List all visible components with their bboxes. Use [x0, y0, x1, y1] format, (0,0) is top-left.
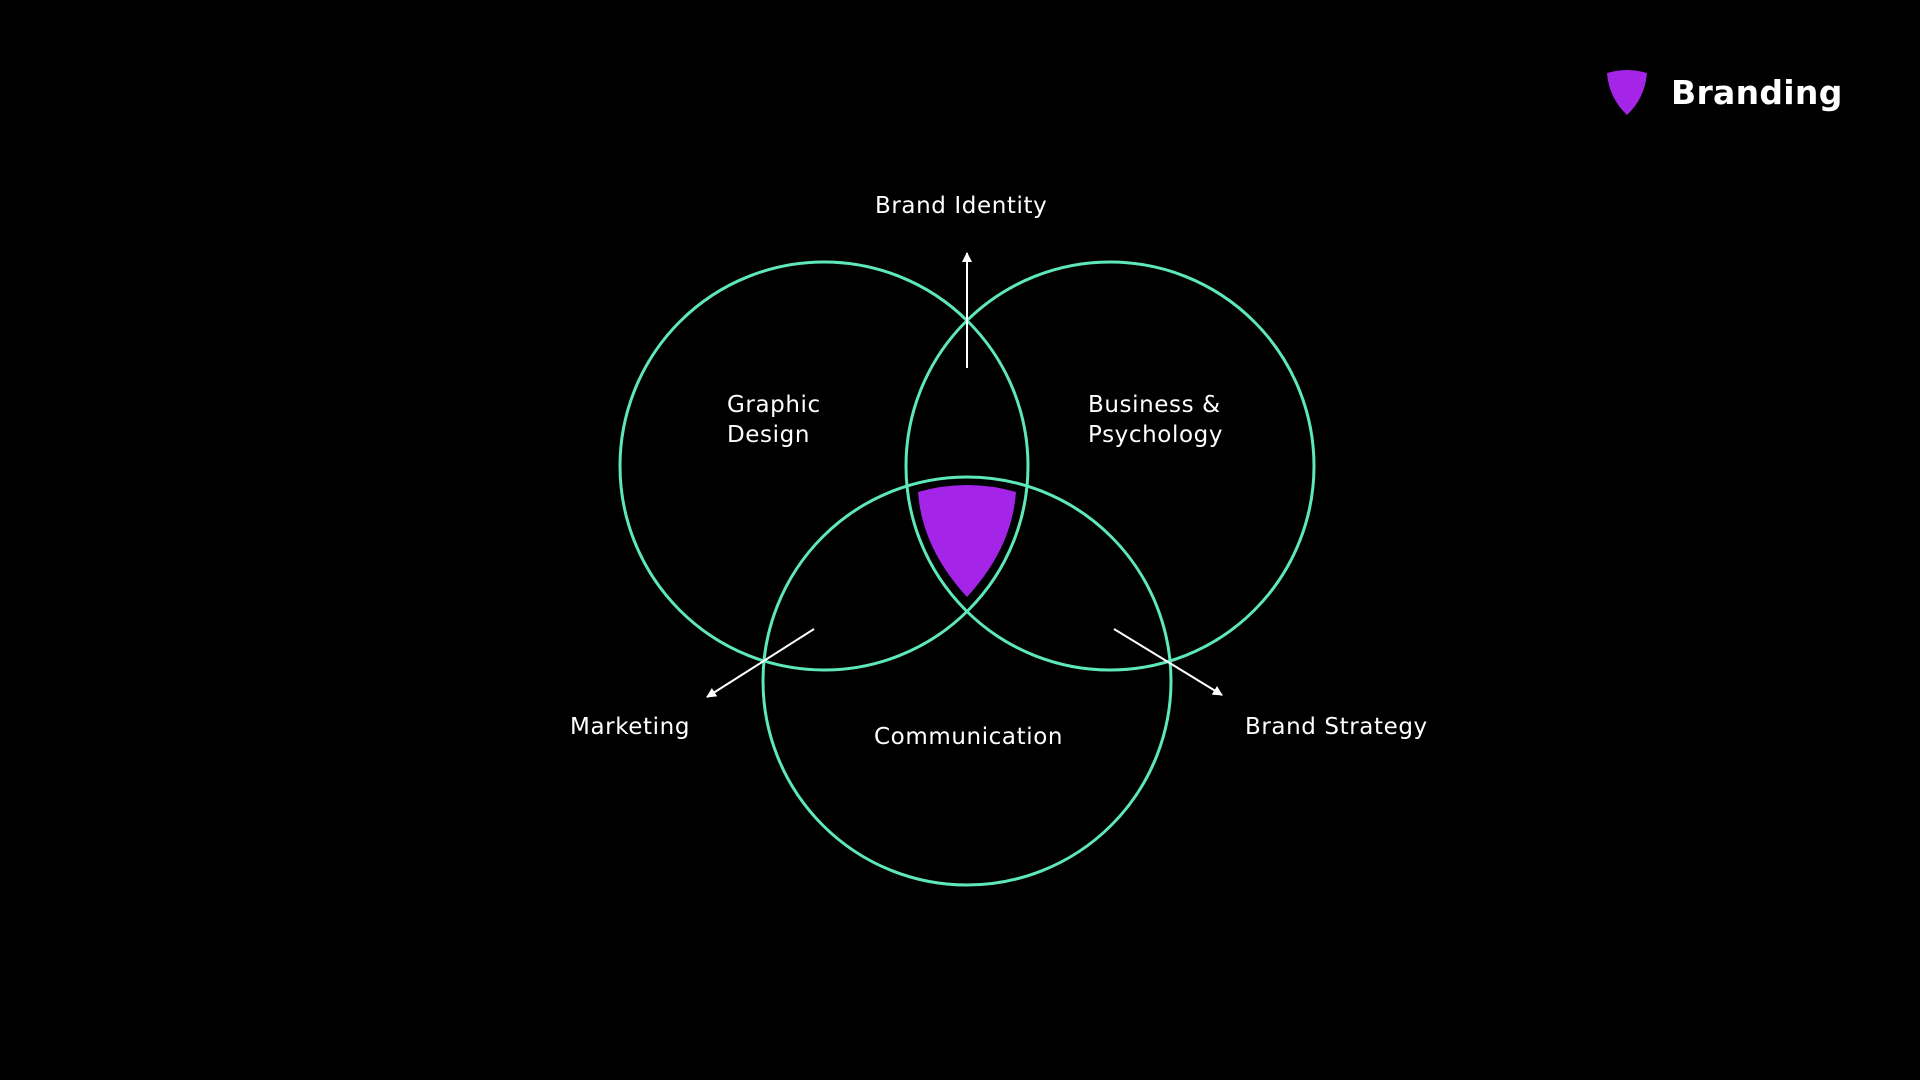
label-marketing: Marketing — [570, 714, 691, 740]
shield-logo-icon — [1607, 70, 1647, 115]
brand-header: Branding — [1605, 66, 1843, 118]
label-communication: Communication — [874, 724, 1064, 750]
label-brand-identity: Brand Identity — [875, 193, 1048, 219]
label-business-psychology-line1: Business & — [1088, 392, 1221, 418]
arrow-brand-strategy — [1113, 628, 1223, 696]
brand-title: Branding — [1671, 72, 1843, 112]
label-graphic-design-line2: Design — [727, 422, 811, 448]
circle-communication — [761, 475, 1173, 887]
circle-graphic-design — [618, 260, 1030, 672]
label-graphic-design: Graphic Design — [727, 390, 821, 450]
arrow-marketing — [706, 628, 815, 698]
circle-business-psychology — [904, 260, 1316, 672]
label-graphic-design-line1: Graphic — [727, 392, 821, 418]
label-business-psychology-line2: Psychology — [1088, 422, 1224, 448]
label-business-psychology: Business & Psychology — [1088, 390, 1223, 450]
center-shield-icon — [918, 485, 1016, 597]
label-brand-strategy: Brand Strategy — [1245, 714, 1428, 740]
